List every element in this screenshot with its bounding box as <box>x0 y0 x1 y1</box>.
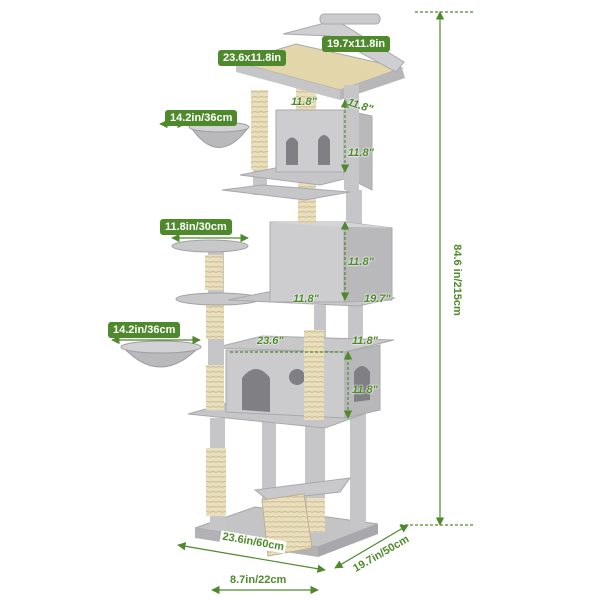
round-platform-dimension: 11.8in/30cm <box>160 219 232 235</box>
lower-hammock-dimension: 14.2in/36cm <box>108 322 181 338</box>
top-left-perch-dimension: 23.6x11.8in <box>218 50 287 66</box>
lower-condo-length: 23.6" <box>257 335 284 347</box>
upper-condo-width: 11.8" <box>291 96 317 108</box>
top-right-perch-dimension: 19.7x11.8in <box>322 36 391 52</box>
dimension-lines <box>111 11 475 595</box>
lower-condo-depth: 11.8" <box>352 335 378 347</box>
mid-platform-width: 11.8" <box>293 293 319 305</box>
round-platform <box>171 239 249 253</box>
lower-condo-height: 11.8" <box>352 384 378 396</box>
mid-condo-height: 11.8" <box>348 256 374 268</box>
sisal-post-lower-left <box>206 448 226 516</box>
total-height-dimension: 84.6 in/215cm <box>451 233 463 327</box>
sisal-post-center <box>304 330 324 420</box>
lower-hammock <box>120 340 202 368</box>
upper-condo-height: 11.8" <box>348 147 374 159</box>
upper-hammock-dimension: 14.2in/36cm <box>165 110 238 126</box>
mid-platform-length: 19.7" <box>364 293 391 305</box>
posts <box>206 190 366 533</box>
middle-condo <box>269 221 393 303</box>
ramp-width-dimension: 8.7in/22cm <box>228 574 289 586</box>
